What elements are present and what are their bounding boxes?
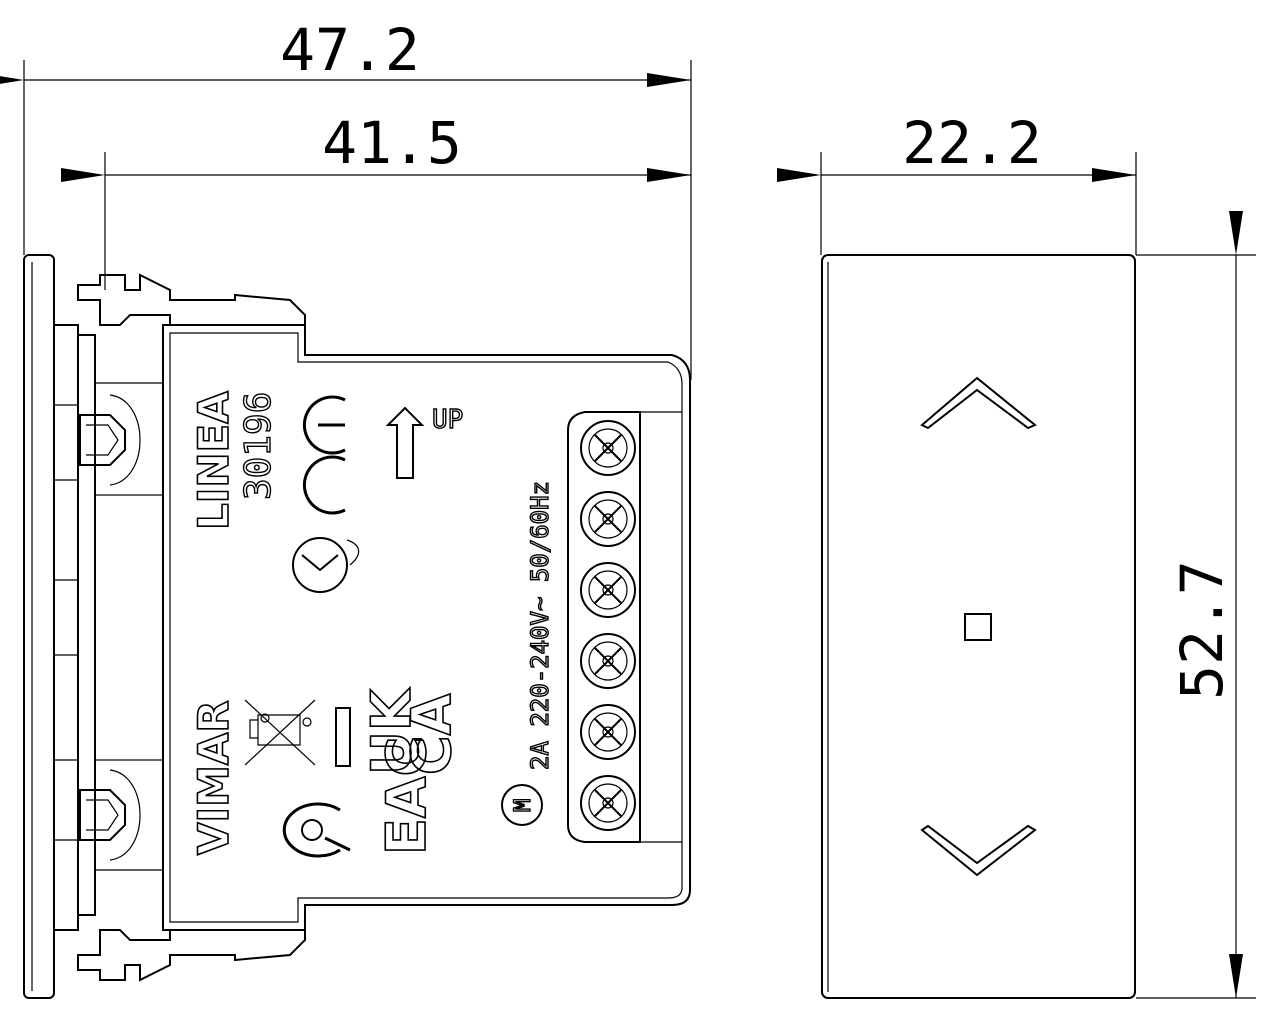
quality-mark	[282, 802, 351, 858]
locking-tooth-bottom	[79, 769, 141, 861]
chevron-up-icon	[920, 376, 1037, 430]
uk-mark-line2: CA	[400, 693, 463, 775]
module-body	[162, 324, 691, 931]
product-code: 30196	[238, 392, 279, 500]
dimension-label-body-depth: 41.5	[322, 109, 462, 177]
front-plate-edge	[23, 254, 55, 999]
screw-terminal-icon	[580, 420, 636, 476]
weee-bin-icon	[244, 699, 351, 767]
dimension-label-overall-depth: 47.2	[280, 16, 420, 84]
series-label: LINEA	[189, 391, 238, 530]
product-markings: LINEA 30196 VIMAR 2A 220-240V~ 50/60Hz U…	[188, 390, 555, 858]
up-arrow-icon	[385, 406, 425, 479]
led-indicator-square	[964, 613, 992, 641]
dimension-body-depth: 41.5	[61, 109, 691, 290]
brand-label: VIMAR	[189, 700, 238, 855]
front-view	[821, 254, 1136, 999]
screw-terminals	[580, 420, 636, 831]
motor-symbol-label: M	[511, 799, 536, 812]
front-cover	[821, 254, 1136, 999]
screw-terminal-icon	[580, 633, 636, 689]
dimension-label-front-height: 52.7	[1168, 560, 1236, 700]
dimension-overall-depth: 47.2	[0, 16, 692, 380]
screw-terminal-icon	[580, 704, 636, 760]
screw-terminal-icon	[580, 491, 636, 547]
uk-mark-line1: UK	[360, 687, 423, 775]
side-view: LINEA 30196 VIMAR 2A 220-240V~ 50/60Hz U…	[23, 254, 691, 999]
terminal-block	[567, 411, 641, 843]
chevron-down-icon	[920, 824, 1037, 877]
motor-symbol-icon: M	[501, 784, 543, 826]
screw-terminal-icon	[580, 562, 636, 618]
screw-terminal-icon	[580, 775, 636, 831]
direction-label: UP	[432, 405, 463, 435]
ce-mark	[302, 395, 346, 515]
timer-symbol	[292, 537, 360, 593]
dimension-front-width: 22.2	[777, 109, 1137, 255]
eac-mark: EAC	[375, 737, 438, 855]
dimension-label-front-width: 22.2	[902, 109, 1042, 177]
dimension-front-height: 52.7	[1136, 211, 1256, 999]
locking-tooth-top	[79, 394, 141, 486]
rating-label: 2A 220-240V~ 50/60Hz	[526, 481, 554, 770]
